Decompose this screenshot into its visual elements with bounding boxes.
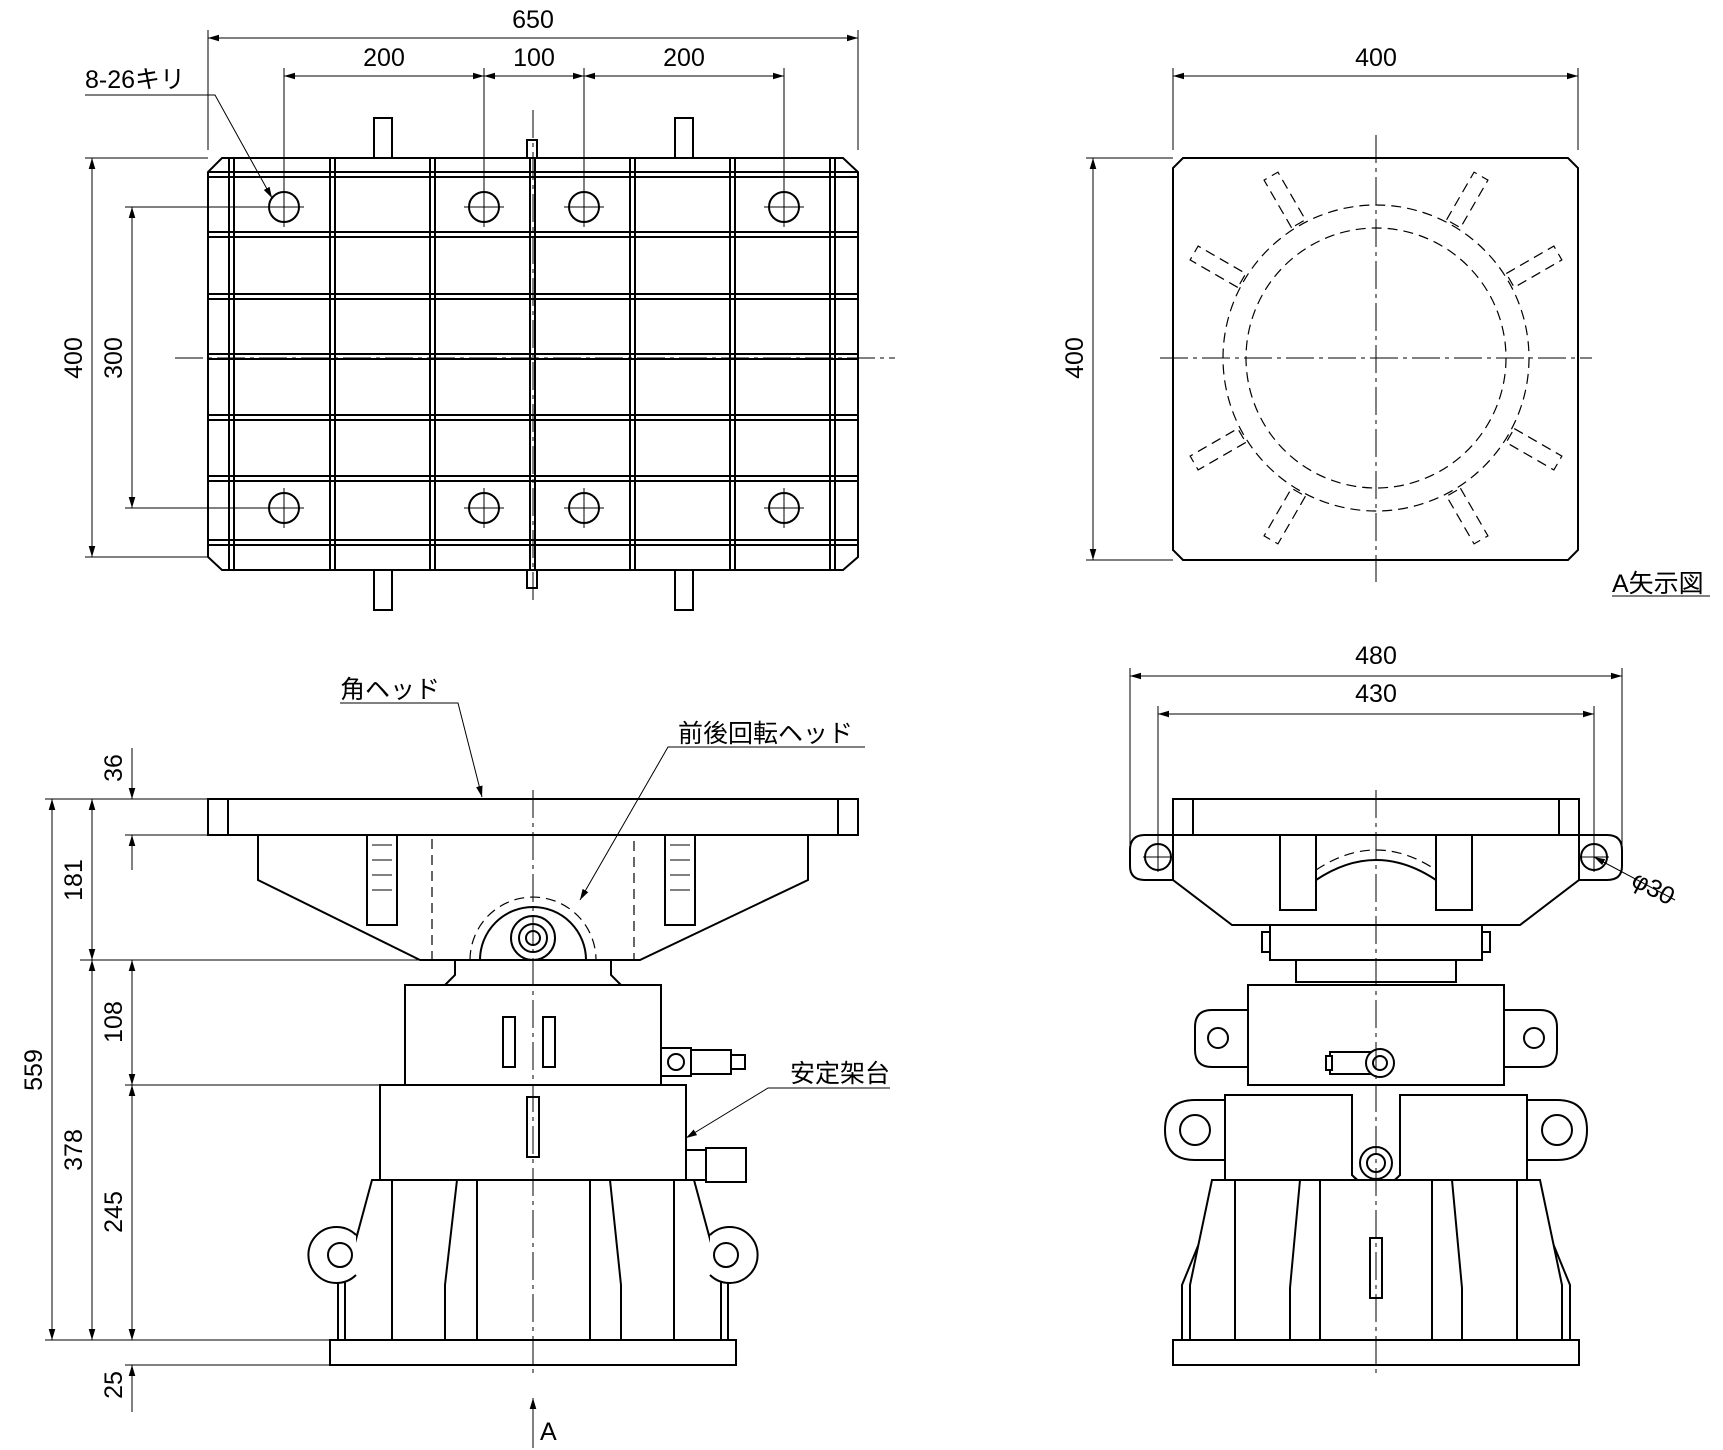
dim-245: 245 <box>100 1191 128 1233</box>
view-arrow-label: A <box>540 1418 557 1446</box>
label-square-head: 角ヘッド <box>340 676 440 704</box>
front-stand-slots <box>502 1016 556 1068</box>
side-base-ribs <box>1189 1179 1563 1341</box>
front-leaders <box>340 702 890 1139</box>
hole-note: 8-26キリ <box>85 66 185 94</box>
a-view-ribs <box>1189 171 1563 545</box>
a-view: 400 400 A矢示図 <box>1061 44 1710 598</box>
a-view-rib <box>1189 245 1247 289</box>
a-view-dim-400-width: 400 <box>1355 44 1397 72</box>
side-upper-eye-lugs <box>1194 1009 1558 1068</box>
dim-25: 25 <box>100 1371 128 1399</box>
side-dim-480: 480 <box>1355 642 1397 670</box>
dim-300: 300 <box>100 337 128 379</box>
side-dimensions <box>1129 668 1676 901</box>
front-head-windows <box>366 834 696 926</box>
a-view-rib <box>1445 487 1489 545</box>
a-view-rib <box>1263 171 1307 229</box>
a-view-caption: A矢示図 <box>1612 570 1704 598</box>
side-fitting-upper <box>1325 1048 1395 1078</box>
side-view: 480 430 φ30 <box>1129 642 1679 1378</box>
dim-36: 36 <box>100 754 128 782</box>
a-view-dim-400-height: 400 <box>1061 337 1089 379</box>
a-view-rib <box>1445 171 1489 229</box>
a-view-dimensions <box>1086 68 1710 597</box>
dim-378: 378 <box>60 1129 88 1171</box>
label-rotating-head: 前後回転ヘッド <box>678 720 853 748</box>
top-view: 650 200 100 200 8-26キリ 400 300 <box>60 6 895 611</box>
label-stand: 安定架台 <box>790 1060 890 1088</box>
a-view-rib <box>1263 487 1307 545</box>
front-fitting-lower <box>685 1147 747 1183</box>
a-view-rib <box>1505 427 1563 471</box>
dim-650: 650 <box>512 6 554 34</box>
front-dimensions <box>45 748 537 1448</box>
a-view-rib <box>1505 245 1563 289</box>
side-lower-eye-lugs <box>1163 1099 1589 1161</box>
dim-559: 559 <box>20 1049 48 1091</box>
a-view-plate <box>1172 157 1579 561</box>
front-eye-lugs <box>307 1226 759 1284</box>
side-dim-430: 430 <box>1355 680 1397 708</box>
dim-100: 100 <box>513 44 555 72</box>
dim-181: 181 <box>60 859 88 901</box>
top-bolt-holes <box>264 187 804 528</box>
top-lugs <box>373 117 694 611</box>
front-fitting-upper <box>660 1047 746 1077</box>
dim-200-left: 200 <box>363 44 405 72</box>
front-base-ribs <box>344 1179 722 1341</box>
dim-108: 108 <box>100 1001 128 1043</box>
dim-200-right: 200 <box>663 44 705 72</box>
side-dim-hole-dia: φ30 <box>1627 866 1679 911</box>
a-view-rib <box>1189 427 1247 471</box>
top-dimensions <box>85 30 859 558</box>
top-ribs-vertical <box>228 158 836 570</box>
front-view: 角ヘッド 前後回転ヘッド 安定架台 36 181 108 559 378 245 <box>20 676 890 1448</box>
top-plate-outline <box>207 157 859 571</box>
dim-400-height: 400 <box>60 337 88 379</box>
